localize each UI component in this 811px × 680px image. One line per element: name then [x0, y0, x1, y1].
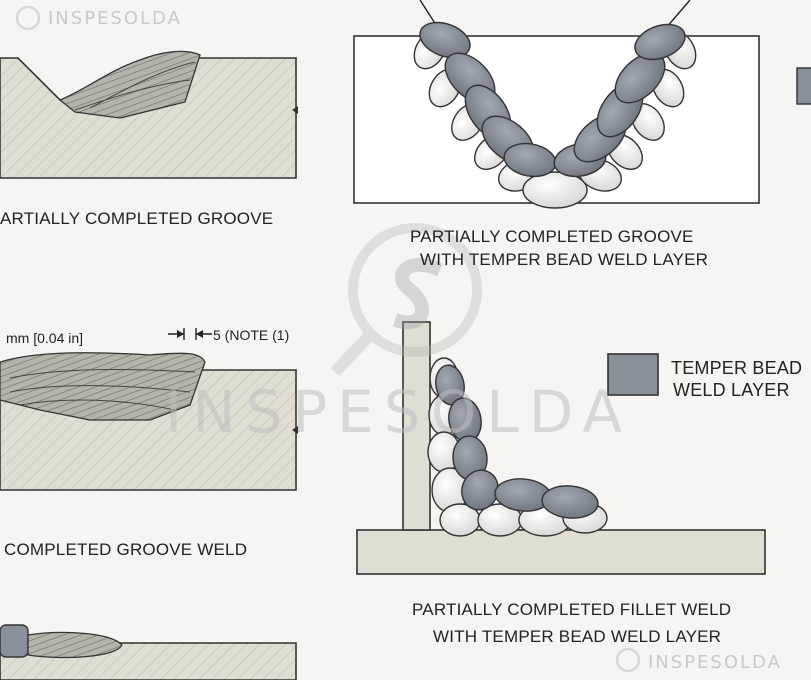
dimension-right-label: 5 (NOTE (1) — [213, 327, 290, 343]
temper-bead — [419, 21, 471, 59]
watermark-small-icon — [15, 5, 641, 673]
temper-bead — [541, 485, 599, 519]
legend-label-line1: TEMPER BEAD — [671, 358, 803, 378]
bottom-partial-plate — [0, 624, 297, 680]
caption-temper-groove-line1: PARTIALLY COMPLETED GROOVE — [410, 227, 694, 246]
caption-fillet-line1: PARTIALLY COMPLETED FILLET WELD — [412, 600, 732, 619]
partial-groove-fill — [58, 50, 201, 119]
watermark-logo — [330, 223, 482, 377]
watermark-top-left: INSPESOLDA — [48, 8, 182, 29]
watermark-bottom-right: INSPESOLDA — [648, 652, 782, 673]
fillet-weld-beads — [427, 357, 608, 537]
watermark-center: INSPESOLDA — [165, 378, 633, 446]
fillet-weld-plates — [356, 321, 766, 575]
base-weld-bead — [522, 171, 588, 209]
completed-groove-fill — [0, 352, 206, 421]
caption-fillet-line2: WITH TEMPER BEAD WELD LAYER — [433, 627, 722, 646]
caption-partial-groove: ARTIALLY COMPLETED GROOVE — [0, 209, 274, 228]
legend-label-line2: WELD LAYER — [673, 380, 790, 400]
temper-bead — [634, 23, 686, 61]
caption-completed-groove: COMPLETED GROOVE WELD — [4, 540, 248, 559]
dimension-left-label: mm [0.04 in] — [6, 330, 84, 346]
completed-groove-plate — [0, 328, 298, 491]
legend-swatch — [607, 353, 659, 396]
groove-weld-beads — [413, 21, 697, 209]
caption-temper-groove-line2: WITH TEMPER BEAD WELD LAYER — [420, 250, 709, 269]
edge-swatch — [796, 67, 811, 105]
partial-groove-plate — [0, 50, 298, 179]
